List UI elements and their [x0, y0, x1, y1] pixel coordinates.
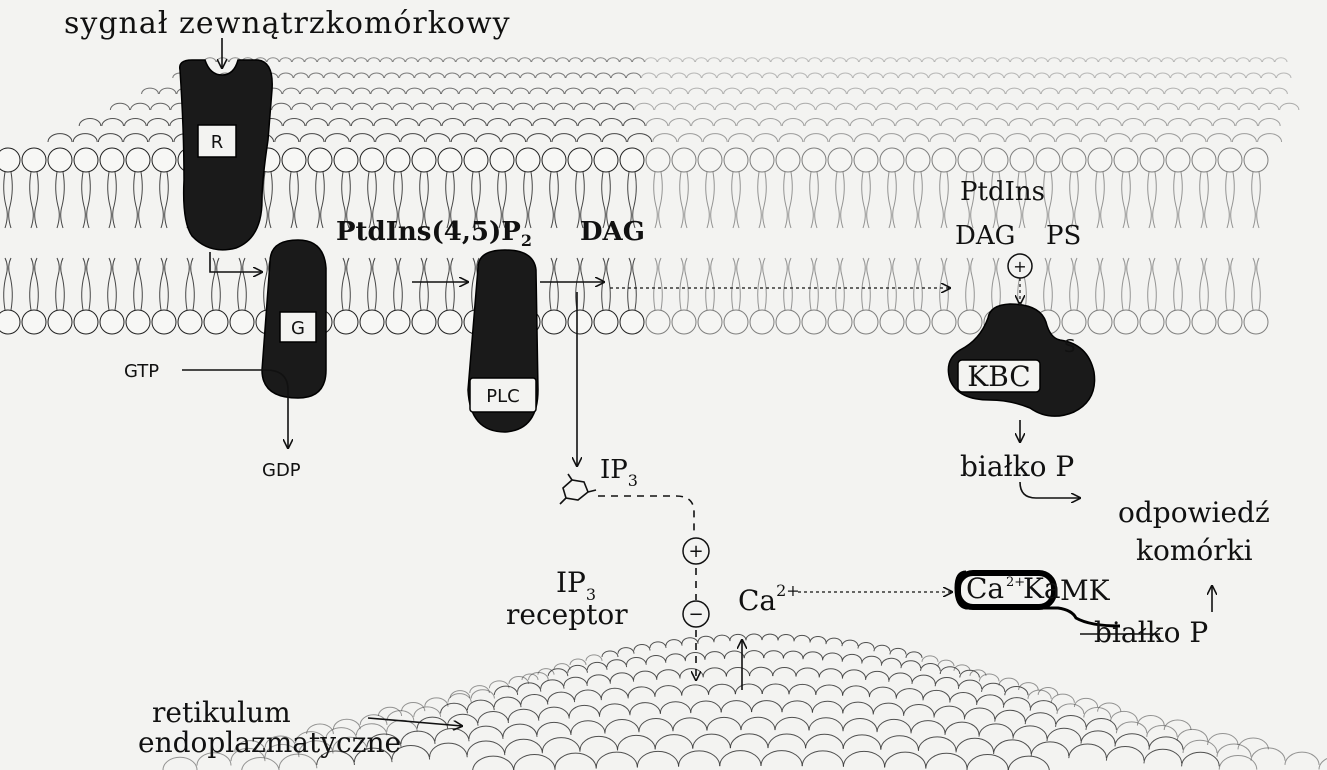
protein-p2-label: białko P: [1094, 616, 1208, 649]
g-protein-label: G: [291, 318, 305, 339]
kbc-label: KBC: [967, 360, 1030, 393]
plc-label: PLC: [486, 386, 519, 407]
dag2-label: DAG: [955, 221, 1015, 251]
er-label-line2: endoplazmatyczne: [138, 726, 401, 759]
dag-activation-sign: +: [1008, 254, 1032, 278]
svg-text:+: +: [688, 541, 703, 562]
response-line2: komórki: [1136, 534, 1253, 567]
receptor-protein: R: [180, 60, 272, 250]
er-label-line1: retikulum: [152, 696, 291, 729]
receptor-label: R: [211, 132, 224, 153]
pip2-label: PtdIns(4,5)P2: [336, 217, 532, 250]
ip3-label: IP3: [600, 455, 638, 490]
ps-label: PS: [1046, 221, 1081, 251]
protein-to-response-arrow: [1020, 482, 1080, 498]
gtp-label: GTP: [124, 361, 159, 382]
plc-enzyme: PLC: [468, 250, 538, 432]
camk-mk: MK: [1060, 574, 1111, 607]
ptdins-label: PtdIns: [960, 177, 1045, 207]
camk-ca: Ca: [966, 572, 1004, 605]
ip3-receptor-word: receptor: [506, 598, 628, 631]
protein-p1-label: białko P: [960, 450, 1074, 483]
ca-label: Ca2+: [738, 581, 800, 617]
ip3-molecule: [560, 474, 596, 504]
dag-label: DAG: [580, 217, 645, 247]
response-line1: odpowiedź: [1118, 496, 1270, 529]
s-site-label: S: [1064, 336, 1075, 357]
ip3-receptor-inhibition-sign: −: [683, 601, 709, 627]
camk-ka: Ka: [1023, 572, 1061, 605]
svg-text:−: −: [688, 604, 703, 625]
gdp-label: GDP: [262, 460, 301, 481]
svg-text:+: +: [1013, 257, 1026, 276]
signal-label: sygnał zewnątrzkomórkowy: [64, 6, 511, 41]
g-protein: G: [262, 240, 326, 398]
ip3-activation-sign: +: [683, 538, 709, 564]
ip3-path-dashed: [598, 496, 694, 535]
